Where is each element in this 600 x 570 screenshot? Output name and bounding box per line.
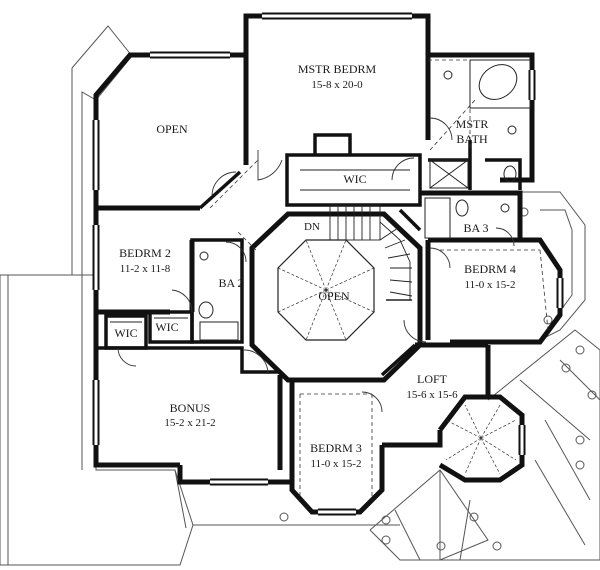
door-wic-a[interactable] [117, 347, 137, 367]
door-ba2[interactable] [225, 241, 247, 263]
door-ba3[interactable] [495, 227, 515, 247]
door-bedrm3[interactable] [361, 391, 383, 413]
staircase [329, 204, 413, 301]
wall-bath-closet [485, 158, 522, 190]
octagon-inner [277, 239, 375, 341]
ba2-tub [199, 321, 239, 341]
wall-ba2 [190, 238, 244, 344]
label-bath-line2: BATH [456, 132, 488, 146]
label-bonus-name: BONUS [170, 401, 211, 415]
garage-roof-hip [174, 469, 187, 529]
fixtures [110, 59, 531, 341]
sink-master-2 [507, 125, 517, 135]
windows [92, 12, 564, 516]
ba3-tub [424, 197, 451, 239]
wall-ba3 [420, 190, 523, 240]
roof-lower-right [440, 329, 600, 561]
roof-lower-center [369, 469, 489, 561]
sink-master-1 [443, 70, 453, 80]
wall-bedrm4 [428, 237, 563, 345]
door-master[interactable] [257, 150, 283, 181]
label-ba3: BA 3 [463, 221, 488, 235]
wall-loft-east [382, 430, 443, 448]
chimney [313, 133, 352, 155]
wall-angle-nw [198, 170, 242, 210]
door-bath[interactable] [429, 117, 453, 141]
master-shower [429, 159, 469, 189]
stair-curve [379, 221, 411, 300]
label-open-center: OPEN [318, 289, 350, 303]
wall-wic-b [148, 310, 194, 344]
wall-angle-ne [398, 208, 422, 232]
label-dn: DN [304, 221, 320, 233]
label-ba2: BA 2 [218, 276, 243, 290]
label-bedrm3-name: BEDRM 3 [310, 441, 362, 455]
door-wic[interactable] [391, 157, 415, 181]
label-wic-a: WIC [114, 326, 137, 340]
label-wic-b: WIC [155, 320, 178, 334]
roof-hip-f [459, 499, 471, 561]
label-bedrm2-dims: 11-2 x 11-8 [120, 263, 171, 275]
door-loft[interactable] [403, 319, 427, 343]
toilet-master [503, 165, 517, 183]
ba3-sink [500, 203, 510, 213]
octagon-outer [249, 211, 423, 383]
label-bedrm4-dims: 11-0 x 15-2 [465, 279, 516, 291]
door-bed2[interactable] [171, 289, 193, 313]
octagon-ceiling-lines [277, 239, 375, 341]
label-loft-dims: 15-6 x 15-6 [406, 389, 458, 401]
label-open-left: OPEN [156, 122, 188, 136]
door-bonus[interactable] [243, 349, 269, 375]
ba3-toilet [455, 199, 469, 217]
master-tub [469, 59, 531, 109]
roof-hip-c [544, 419, 591, 501]
central-octagon [249, 211, 423, 383]
roof-hip-d [534, 459, 586, 546]
tower-roof-right-inner [540, 209, 573, 319]
label-bath-line1: MSTR [456, 117, 489, 131]
label-master-dims: 15-8 x 20-0 [311, 79, 363, 91]
loft-ceiling [445, 404, 517, 475]
label-bonus-dims: 15-2 x 21-2 [164, 417, 215, 429]
ba2-sink [199, 251, 209, 261]
roof-finials [279, 207, 597, 551]
label-bedrm4-name: BEDRM 4 [464, 262, 516, 276]
label-loft-name: LOFT [417, 372, 448, 386]
label-master-name: MSTR BEDRM [298, 62, 377, 76]
doors [117, 117, 515, 413]
label-bedrm2-name: BEDRM 2 [119, 246, 171, 260]
bay-roof-upper-left [71, 25, 133, 470]
roof-outlines [0, 25, 600, 566]
roof-hip-a [519, 379, 591, 441]
roof-hip-e [394, 509, 421, 561]
room-labels: MSTR BEDRM 15-8 x 20-0 MSTR BATH OPEN WI… [114, 62, 516, 470]
master-tub-basin [478, 64, 518, 100]
roof-hip-b [559, 359, 600, 401]
wall-bonus-north [96, 346, 280, 374]
tower-roof-right [515, 191, 586, 341]
label-wic-master: WIC [343, 172, 366, 186]
label-bedrm3-dims: 11-0 x 15-2 [311, 458, 362, 470]
door-open-left[interactable] [211, 171, 237, 197]
wall-loft-west [380, 343, 417, 377]
stair-run-upper [329, 204, 381, 241]
ba2-toilet [198, 301, 214, 319]
door-bedrm4[interactable] [429, 247, 451, 269]
